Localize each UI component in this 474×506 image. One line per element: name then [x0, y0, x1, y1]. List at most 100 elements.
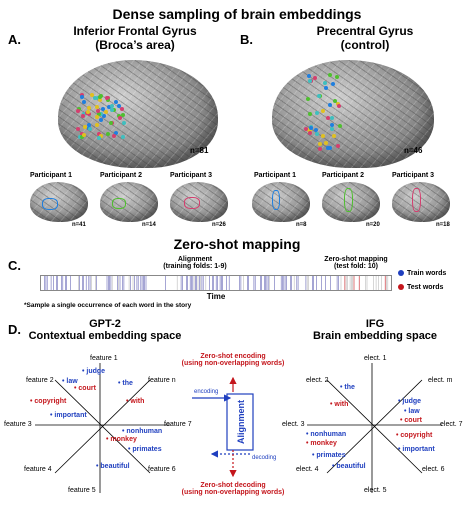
decoding-title-line1: Zero-shot decoding	[200, 482, 266, 489]
left-word-copyright: • copyright	[30, 398, 67, 405]
electrode-dot	[335, 143, 340, 148]
left-word-primates: • primates	[128, 446, 162, 453]
electrode-dot	[307, 78, 312, 83]
left-axis-label-8: feature 2	[26, 377, 54, 384]
left-axis-label-7: feature 3	[4, 421, 32, 428]
left-axis-label-1: feature 1	[90, 355, 118, 362]
main-title: Dense sampling of brain embeddings	[112, 6, 362, 22]
panel-b-title: Precentral Gyrus (control)	[270, 24, 460, 52]
panel-a-title: Inferior Frontal Gyrus (Broca’s area)	[40, 24, 230, 52]
electrode-dot	[307, 111, 312, 116]
electrode-dot	[119, 106, 124, 111]
left-axis-label-4: feature 6	[148, 466, 176, 473]
right-word-the: • the	[340, 384, 355, 391]
electrode-dot	[109, 107, 114, 112]
electrode-dot	[114, 130, 119, 135]
panel-d-letter: D.	[8, 322, 21, 337]
electrode-dot	[117, 116, 122, 121]
electrode-dot	[82, 99, 87, 104]
electrode-dot	[97, 136, 102, 141]
time-axis-label: Time	[206, 292, 226, 301]
test-dot-icon	[398, 284, 404, 291]
ifg-electrode-cluster	[76, 92, 126, 142]
electrode-dot	[308, 126, 313, 131]
panel-a-n-total: n=81	[190, 146, 209, 155]
precentral-electrode-cluster	[304, 72, 344, 152]
electrode-dot	[121, 112, 126, 117]
electrode-dot	[332, 133, 337, 138]
left-space-title-line1: GPT-2	[89, 318, 121, 330]
right-axis-label-6: elect. 4	[296, 466, 319, 473]
right-word-important: • important	[398, 446, 435, 453]
panel-a-participant-3-n: n=26	[212, 222, 226, 228]
electrode-dot	[338, 123, 343, 128]
right-space-title: IFG Brain embedding space	[290, 318, 460, 342]
panel-b-participant-3-label: Participant 3	[392, 172, 435, 179]
electrode-dot	[76, 108, 81, 113]
right-word-law: • law	[404, 408, 420, 415]
right-word-judge: • judge	[398, 398, 422, 405]
zero-shot-label: Zero-shot mapping	[324, 256, 388, 263]
footnote: *Sample a single occurrence of each word…	[24, 302, 192, 309]
electrode-dot	[323, 141, 328, 146]
electrode-dot	[89, 93, 94, 98]
electrode-dot	[98, 94, 103, 99]
panel-a-title-line1: Inferior Frontal Gyrus	[73, 24, 197, 38]
panel-b-participant-1-n: n=8	[296, 222, 307, 228]
left-word-with: • with	[126, 398, 145, 405]
electrode-dot	[98, 133, 103, 138]
legend-train-label: Train words	[407, 270, 447, 277]
electrode-dot	[327, 72, 332, 77]
ifg-participant-1-brain	[30, 182, 88, 222]
left-axis-label-2: feature n	[148, 377, 176, 384]
electrode-dot	[307, 128, 312, 133]
electrode-dot	[85, 110, 90, 115]
electrode-dot	[304, 127, 309, 132]
right-word-nonhuman: • nonhuman	[306, 431, 347, 438]
left-word-important: • important	[50, 412, 87, 419]
electrode-dot	[106, 132, 111, 136]
panel-a-title-line2: (Broca’s area)	[95, 38, 175, 52]
right-axis-label-5: elect. 5	[364, 487, 387, 494]
precentral-participant-1-brain	[252, 182, 310, 222]
electrode-dot	[81, 133, 86, 138]
panel-a-participant-3-label: Participant 3	[170, 172, 213, 179]
right-space-title-line1: IFG	[365, 318, 385, 330]
alignment-label: Alignment	[177, 256, 213, 263]
electrode-dot	[317, 93, 322, 98]
electrode-dot	[308, 130, 313, 135]
panel-b-participant-2-n: n=20	[366, 222, 380, 228]
precentral-participant-2-brain	[322, 182, 380, 222]
legend-train: Train words	[398, 270, 446, 277]
panel-c-letter: C.	[8, 258, 21, 273]
electrode-dot	[109, 104, 114, 109]
electrode-dot	[317, 147, 322, 152]
panel-b-letter: B.	[240, 32, 253, 47]
panel-b-participant-1-label: Participant 1	[254, 172, 297, 179]
electrode-dot	[330, 122, 335, 127]
electrode-dot	[325, 146, 330, 151]
electrode-dot	[313, 127, 318, 132]
panel-b-title-line2: (control)	[340, 38, 390, 52]
ifg-brain-image	[58, 60, 218, 168]
right-axis-label-1: elect. 1	[364, 355, 387, 362]
alignment-sub-label: (training folds: 1-9)	[163, 263, 227, 270]
electrode-dot	[335, 75, 340, 80]
electrode-dot	[86, 122, 91, 127]
alignment-label-group: Alignment (training folds: 1-9)	[150, 256, 240, 270]
right-word-beautiful: • beautiful	[332, 463, 366, 470]
panel-a-participant-1-label: Participant 1	[30, 172, 73, 179]
electrode-dot	[98, 112, 103, 117]
electrode-dot	[121, 121, 126, 126]
electrode-dot	[83, 124, 88, 129]
electrode-dot	[86, 105, 91, 110]
precentral-participant-3-brain	[392, 182, 450, 222]
panel-a-participant-2-n: n=14	[142, 222, 156, 228]
ifg-participant-2-brain	[100, 182, 158, 222]
alignment-diagram: Alignment	[192, 376, 254, 478]
alignment-box-label: Alignment	[236, 400, 246, 444]
electrode-dot	[321, 134, 326, 139]
panel-b-participant-2-label: Participant 2	[322, 172, 365, 179]
right-axis-label-8: elect. 2	[306, 377, 329, 384]
electrode-dot	[306, 97, 311, 102]
